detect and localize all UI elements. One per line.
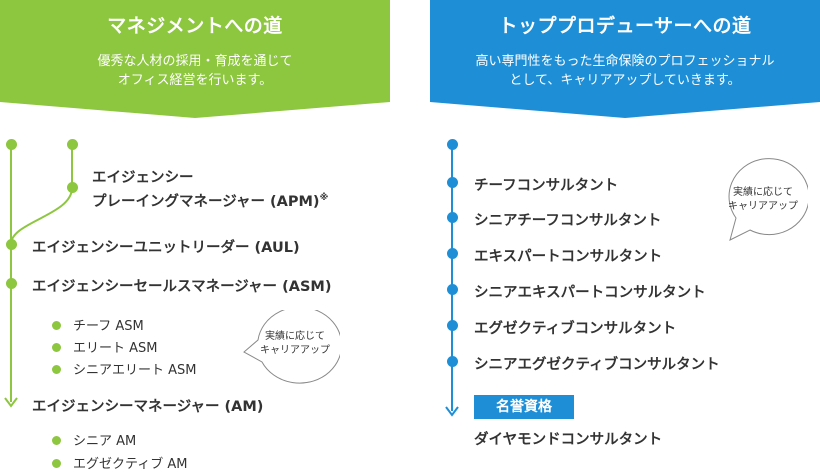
producer-description: 高い専門性をもった生命保険のプロフェッショナル として、キャリアアップしていきま… [430, 52, 820, 90]
producer-level-label: シニアエキスパートコンサルタント [474, 285, 706, 301]
am-sub-label: シニア AM [73, 434, 137, 449]
producer-level-dot [447, 212, 458, 223]
am-sub-label: エグゼクティブ AM [73, 457, 188, 472]
honorary-level-label: ダイヤモンドコンサルタント [474, 432, 663, 448]
management-start-dot [6, 139, 17, 150]
asm-sub-item: シニアエリート ASM [52, 359, 197, 378]
am-sub-item: シニア AM [52, 430, 136, 449]
producer-level-dot [447, 248, 458, 259]
bullet-icon [52, 365, 61, 374]
asm-dot [6, 278, 17, 289]
management-desc-line1: 優秀な人材の採用・育成を通じて [97, 54, 293, 69]
producer-title: トッププロデューサーへの道 [498, 15, 752, 37]
producer-career-bubble: 実績に応じて キャリアアップ [720, 158, 808, 242]
producer-level-label: シニアチーフコンサルタント [474, 213, 662, 229]
producer-level-label: エキスパートコンサルタント [474, 249, 663, 265]
producer-level-dot [447, 356, 458, 367]
producer-level-dot [447, 284, 458, 295]
asm-sub-item: エリート ASM [52, 337, 158, 356]
bullet-icon [52, 321, 61, 330]
speech-bubble-icon [243, 310, 340, 384]
producer-banner: トッププロデューサーへの道 高い専門性をもった生命保険のプロフェッショナル とし… [430, 0, 820, 118]
bullet-icon [52, 459, 61, 468]
management-arrow-icon [4, 397, 18, 408]
asm-sub-item: チーフ ASM [52, 315, 144, 334]
apm-label-line2: プレーイングマネージャー (APM) [92, 193, 320, 210]
producer-level-dot [447, 177, 458, 188]
apm-label-line1: エイジェンシー [92, 170, 194, 186]
producer-desc-line2: として、キャリアアップしていきます。 [509, 73, 741, 88]
speech-bubble-icon [728, 158, 808, 241]
producer-level-dot [447, 320, 458, 331]
am-sub-item: エグゼクティブ AM [52, 453, 187, 472]
am-label: エイジェンシーマネージャー (AM) [32, 399, 264, 415]
asm-label: エイジェンシーセールスマネージャー (ASM) [32, 279, 332, 295]
aul-label: エイジェンシーユニットリーダー (AUL) [32, 240, 300, 256]
management-career-bubble: 実績に応じて キャリアアップ [236, 310, 340, 390]
bullet-icon [52, 436, 61, 445]
apm-note-mark: ※ [319, 193, 329, 203]
management-banner: マネジメントへの道 優秀な人材の採用・育成を通じて オフィス経営を行います。 [0, 0, 390, 118]
management-bubble-line1: 実績に応じて [265, 331, 325, 342]
asm-sub-label: シニアエリート ASM [73, 363, 197, 378]
management-description: 優秀な人材の採用・育成を通じて オフィス経営を行います。 [0, 52, 390, 90]
aul-dot [6, 239, 17, 250]
asm-sub-label: エリート ASM [73, 341, 158, 356]
honorary-badge: 名誉資格 [474, 395, 574, 419]
apm-dot [67, 182, 78, 193]
producer-level-label: エグゼクティブコンサルタント [474, 321, 677, 337]
management-bubble-line2: キャリアアップ [260, 345, 330, 356]
producer-level-label: チーフコンサルタント [474, 178, 619, 194]
producer-arrow-icon [445, 406, 459, 417]
producer-level-label: シニアエグゼクティブコンサルタント [474, 357, 720, 373]
producer-desc-line1: 高い専門性をもった生命保険のプロフェッショナル [475, 54, 775, 69]
producer-start-dot [447, 139, 458, 150]
bullet-icon [52, 343, 61, 352]
asm-sub-label: チーフ ASM [73, 319, 144, 334]
producer-bubble-line1: 実績に応じて [733, 187, 793, 198]
apm-branch-start-dot [67, 139, 78, 150]
producer-bubble-line2: キャリアアップ [728, 201, 798, 212]
management-desc-line2: オフィス経営を行います。 [117, 73, 273, 88]
management-title: マネジメントへの道 [107, 15, 283, 37]
apm-label: エイジェンシー プレーイングマネージャー (APM)※ [92, 168, 328, 212]
